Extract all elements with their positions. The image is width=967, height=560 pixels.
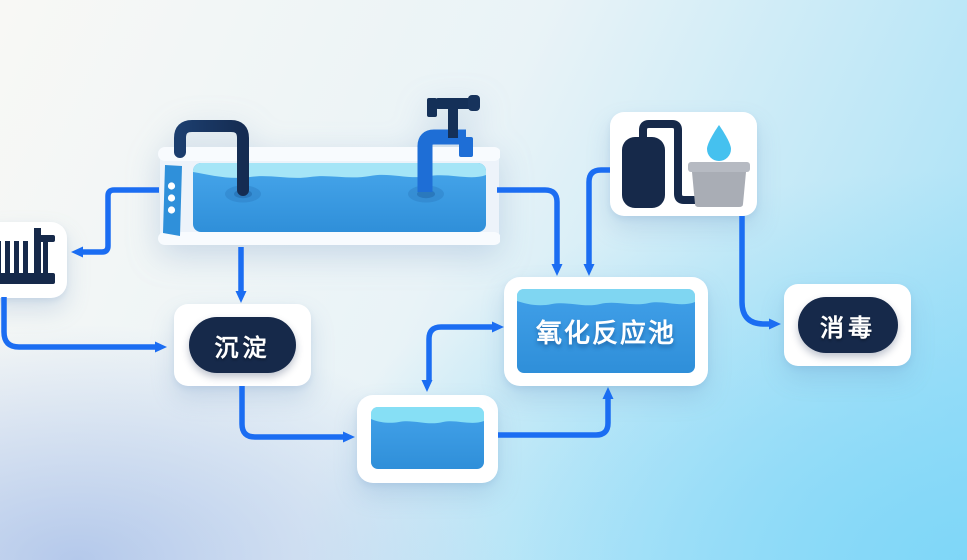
chemical-dosing-icons: [622, 120, 750, 208]
arrow-tank-to-oxidation: [497, 187, 563, 276]
disinfection-label: 消毒: [820, 313, 876, 342]
holding-tank-icon: [371, 407, 484, 469]
arrow-dosing-to-disinfection: [739, 216, 781, 330]
bar-screen-icon: [0, 228, 55, 284]
oxidation-pool-node: 氧化反应池: [504, 277, 708, 386]
water-droplet-icon: [707, 125, 731, 161]
oxidation-pool-label: 氧化反应池: [535, 319, 676, 349]
chemical-dosing-node: [610, 112, 757, 216]
oxidation-pool-icon: [517, 289, 695, 373]
disinfection-pill: 消毒: [798, 297, 898, 353]
arrow-sedimentation-to-holding-tank: [239, 386, 355, 443]
arrowhead-into-oxidation: [492, 321, 504, 333]
faucet-icon: [417, 95, 480, 192]
arrow-screen-to-sedimentation: [1, 297, 167, 353]
inlet-pipe-icon: [174, 120, 249, 196]
arrow-dosing-to-oxidation: [583, 167, 610, 276]
raw-water-tank-node: [158, 95, 500, 245]
beaker-icon: [688, 162, 750, 207]
dosing-cylinder-icon: [622, 137, 665, 208]
arrow-holding-tank-to-oxidation: [498, 387, 614, 438]
sedimentation-pill: 沉淀: [189, 317, 296, 373]
sedimentation-node: 沉淀: [174, 304, 311, 386]
dosing-pipe-icon: [639, 120, 699, 204]
holding-tank-node: [357, 395, 498, 483]
arrow-tank-to-screen: [71, 187, 159, 258]
arrowhead-into-holding-tank: [421, 380, 433, 392]
disinfection-node: 消毒: [784, 284, 911, 366]
bar-screen-node: [0, 222, 67, 298]
sedimentation-label: 沉淀: [214, 333, 271, 362]
elbow-holding-oxidation: [426, 324, 492, 380]
